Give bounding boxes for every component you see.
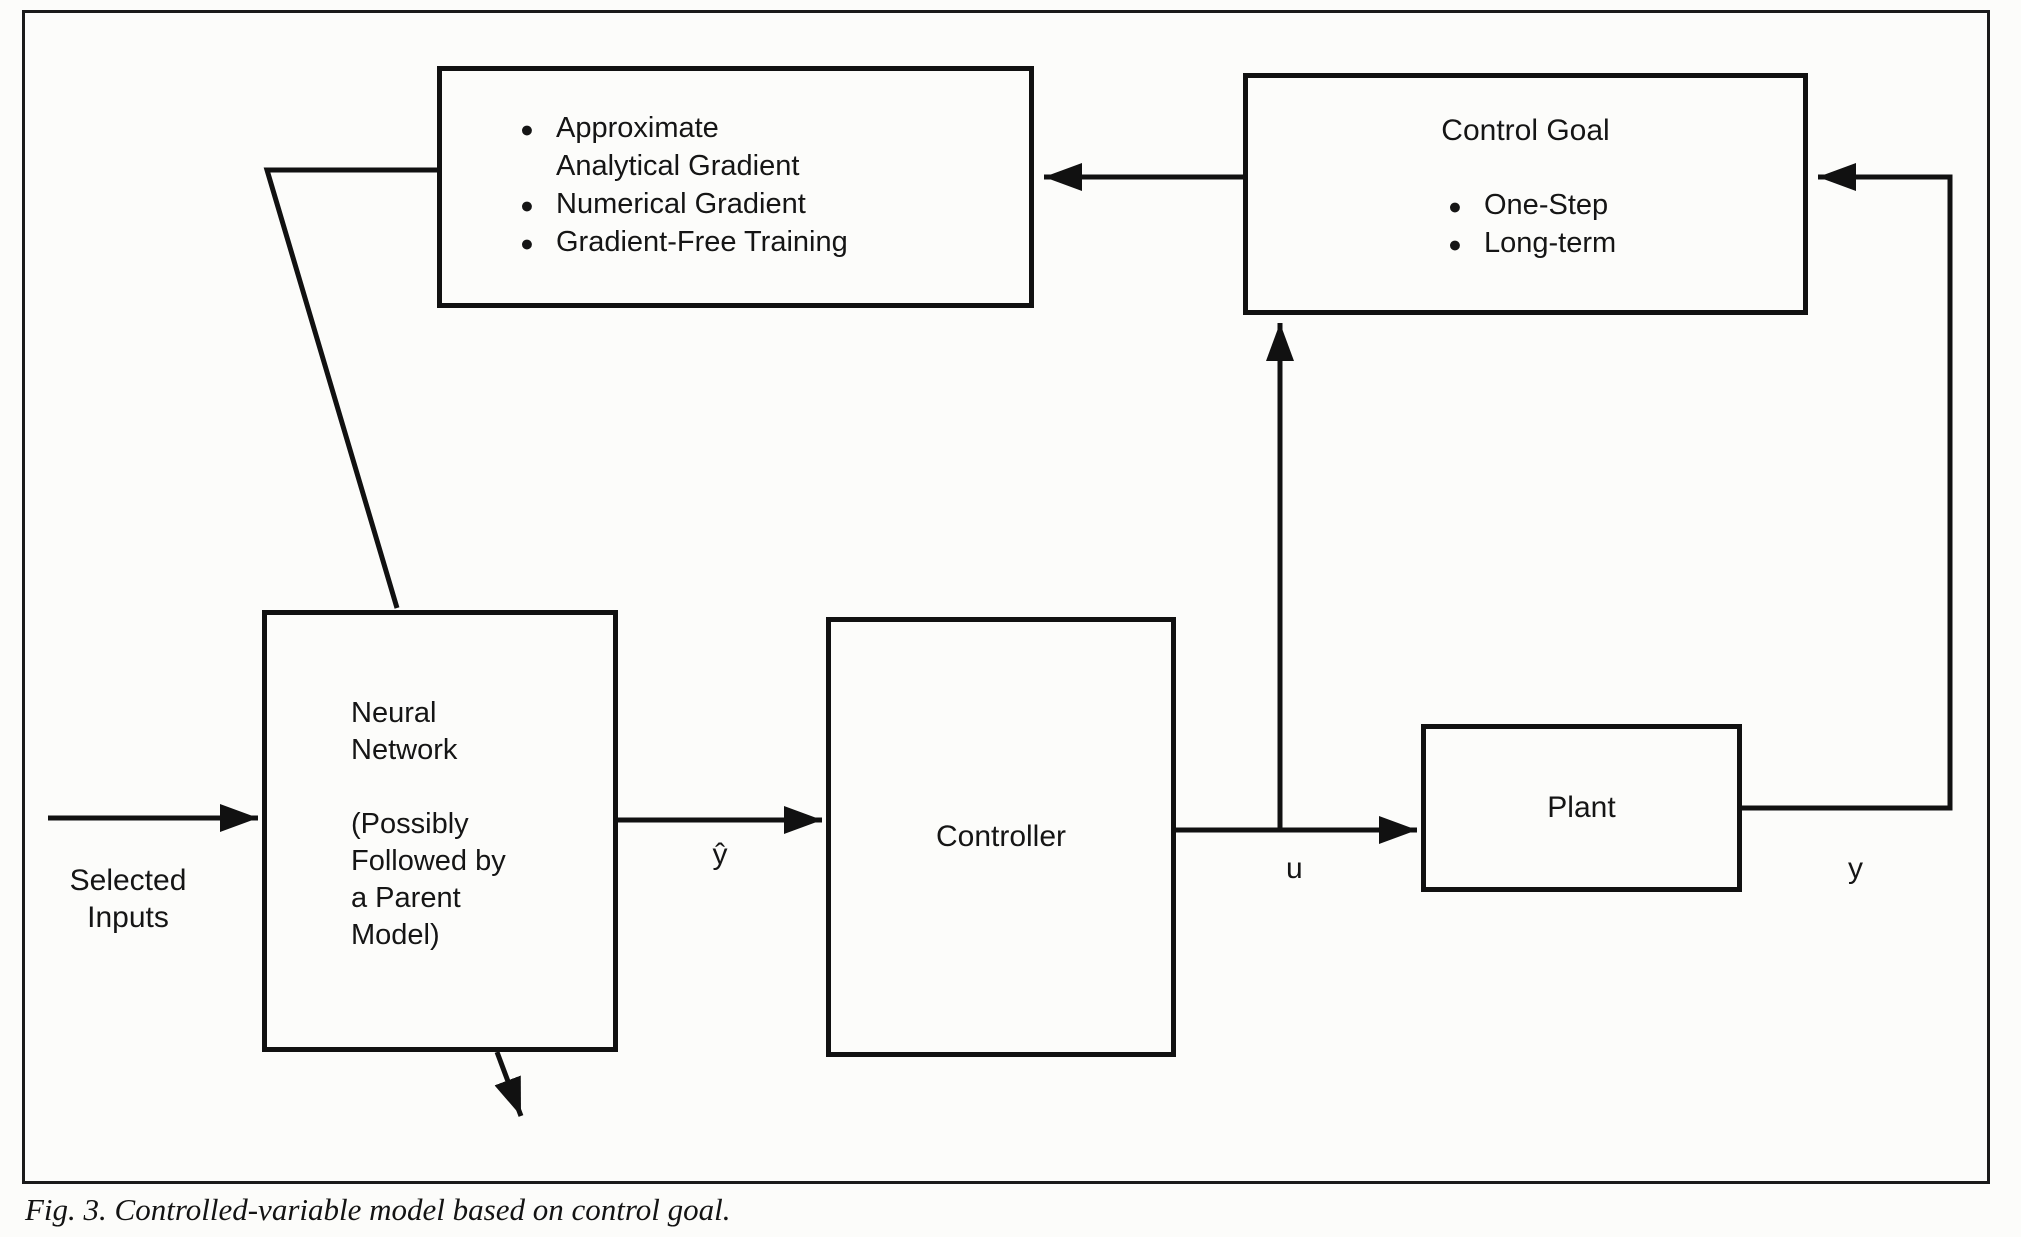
figure-caption: Fig. 3. Controlled-variable model based … xyxy=(25,1192,731,1227)
training-method-item: Gradient-Free Training xyxy=(520,223,848,262)
yhat-label: ŷ xyxy=(712,838,728,871)
training-method-item: Numerical Gradient xyxy=(520,185,848,224)
control-goal-title: Control Goal xyxy=(1441,114,1610,147)
control-goal-box: Control Goal One-Step Long-term xyxy=(1243,73,1808,315)
training-methods-box: Approximate Analytical Gradient Numerica… xyxy=(437,66,1034,308)
controller-box: Controller xyxy=(826,617,1176,1057)
selected-inputs-label: Selected Inputs xyxy=(69,864,187,934)
training-method-item: Approximate Analytical Gradient xyxy=(520,109,848,185)
neural-network-box: Neural Network (Possibly Followed by a P… xyxy=(262,610,618,1052)
plant-label: Plant xyxy=(1547,791,1616,824)
training-methods-list: Approximate Analytical Gradient Numerica… xyxy=(520,109,848,262)
neural-network-label: Neural Network (Possibly Followed by a P… xyxy=(351,697,506,951)
u-label: u xyxy=(1286,852,1303,885)
plant-box: Plant xyxy=(1421,724,1742,892)
controller-label: Controller xyxy=(935,820,1067,853)
control-goal-item: One-Step xyxy=(1448,186,1616,225)
control-goal-item: Long-term xyxy=(1448,224,1616,263)
control-goal-list: One-Step Long-term xyxy=(1448,186,1616,263)
y-label: y xyxy=(1848,852,1863,885)
figure-border xyxy=(22,10,1990,1184)
